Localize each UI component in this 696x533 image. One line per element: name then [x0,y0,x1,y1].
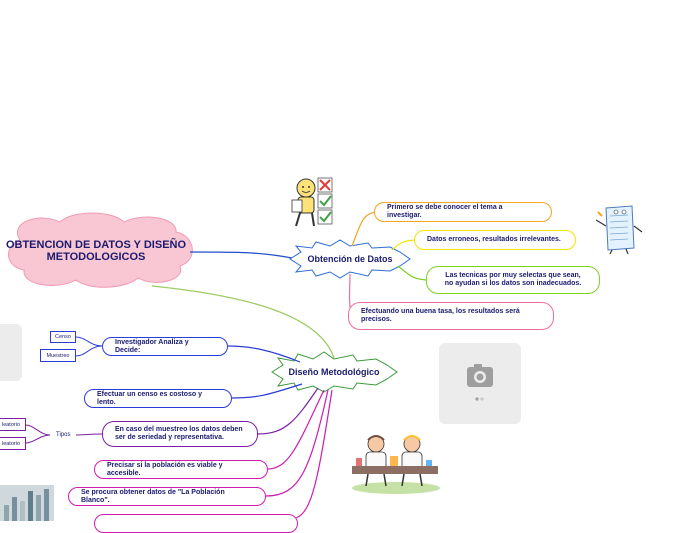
topic-obtencion-de-datos[interactable]: Obtención de Datos [296,250,404,268]
censo-node[interactable]: Censo [50,331,76,343]
image-placeholder-camera [439,343,521,424]
checklist-character-icon [286,176,338,228]
obtencion-item-4[interactable]: Efectuando una buena tasa, los resultado… [348,302,554,330]
central-topic[interactable]: OBTENCION DE DATOS Y DISEÑO METODOLOGICO… [0,222,192,280]
muestreo-node[interactable]: Muestreo [40,349,76,362]
diseno-viable[interactable]: Precisar si la población es viable y acc… [94,460,268,479]
camera-icon [439,343,521,424]
document-character-icon [594,202,644,254]
image-placeholder-left [0,324,22,381]
chart-thumbnail [0,485,54,521]
topic-diseno-metodologico[interactable]: Diseño Metodológico [276,363,392,381]
obtencion-item-2[interactable]: Datos erroneos, resultados irrelevantes. [414,230,576,250]
obtencion-item-1[interactable]: Primero se debe conocer el tema a invest… [374,202,552,222]
aleatorio-node-2[interactable]: leatorio [0,437,26,450]
tipos-label: Tipos [56,432,70,438]
diseno-item-cut-off[interactable] [94,514,298,533]
mind-map-canvas: OBTENCION DE DATOS Y DISEÑO METODOLOGICO… [0,0,696,520]
diseno-investigador[interactable]: Investigador Analiza y Decide: [102,337,228,356]
diseno-muestreo-datos[interactable]: En caso del muestreo los datos deben ser… [102,421,258,447]
obtencion-item-3[interactable]: Las tecnicas por muy selectas que sean, … [426,266,600,294]
aleatorio-node-1[interactable]: leatorio [0,418,26,431]
diseno-poblacion-blanco[interactable]: Se procura obtener datos de "La Població… [68,487,266,506]
scientists-illustration [348,430,442,496]
diseno-costoso[interactable]: Efectuar un censo es costoso y lento. [84,389,232,408]
